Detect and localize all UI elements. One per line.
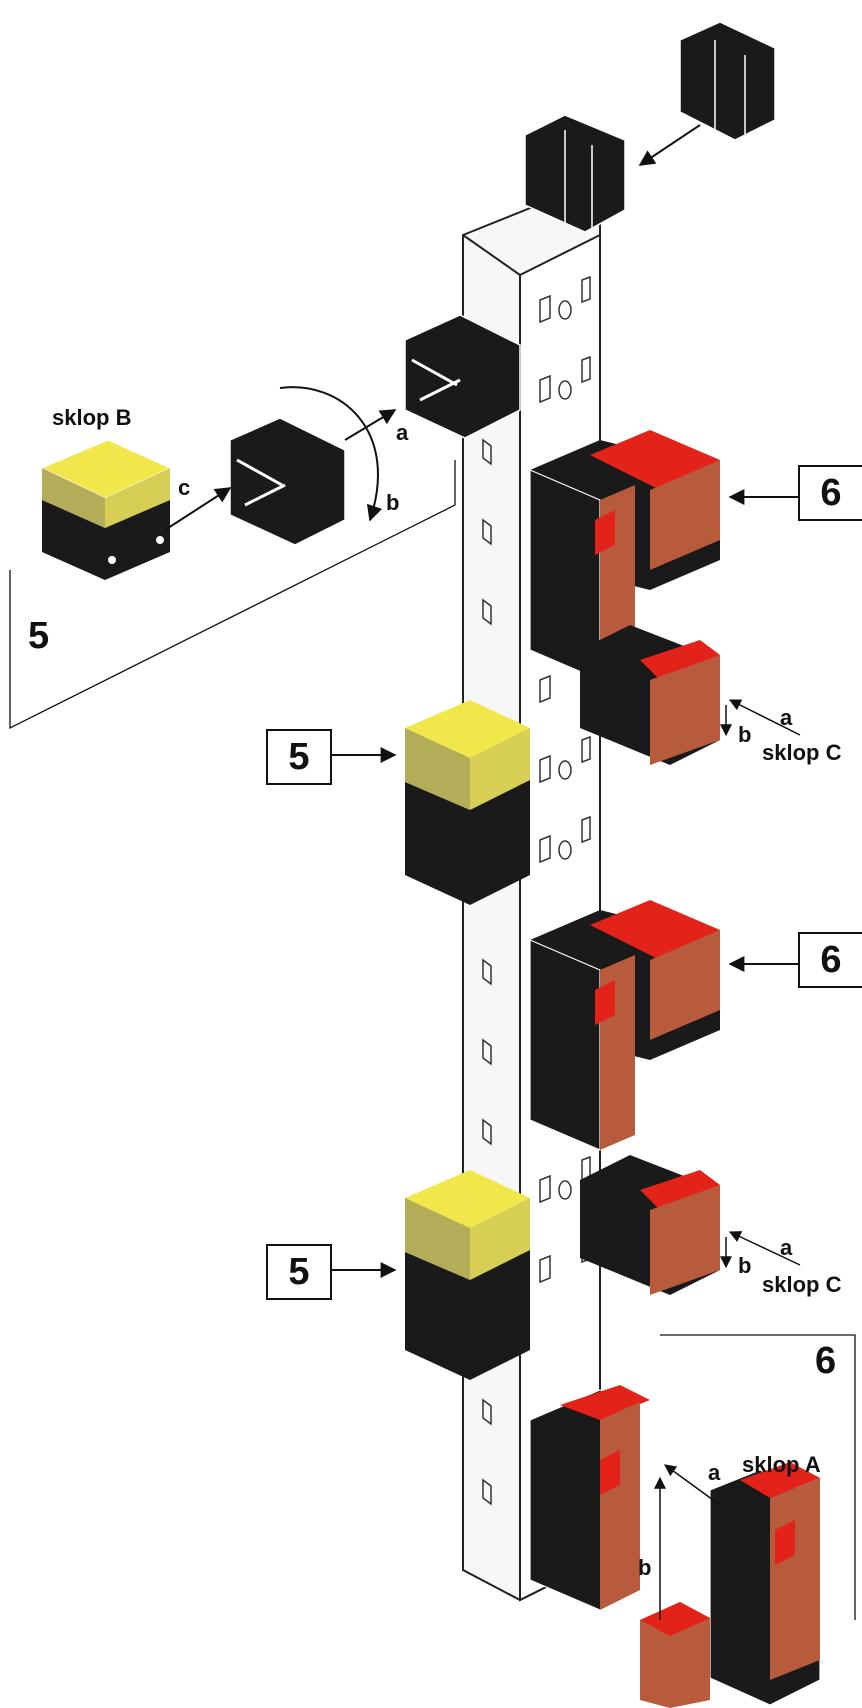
label-step5-low: 5: [266, 1244, 332, 1300]
step5-bracket: [9, 460, 456, 730]
label-step6-mid: 6: [798, 932, 862, 988]
arrow-top-connector: [638, 124, 701, 166]
assembly-c-upper: [580, 625, 720, 765]
arrow-c: [164, 487, 232, 531]
switch-module-lower: [529, 1385, 650, 1611]
label-step5-top: 5: [28, 615, 50, 657]
label-sklop-c-2: sklop C: [762, 1272, 842, 1297]
assembly-b-module: [40, 439, 172, 580]
label-step6-top: 6: [798, 465, 862, 521]
label-b-sklop-a: b: [638, 1555, 652, 1580]
arrow-a-sklop-a: [664, 1464, 721, 1506]
module-5-lower: [405, 1170, 530, 1380]
label-a-sklop-a: a: [708, 1460, 721, 1485]
label-c: c: [178, 475, 191, 500]
label-step6-bottom: 6: [815, 1340, 837, 1382]
x-connector-upper: [404, 314, 521, 439]
step6-bracket: [660, 1334, 856, 1620]
brick-clip: [640, 1602, 710, 1708]
module-5-middle: [405, 700, 530, 905]
label-b-top: b: [386, 490, 400, 515]
assembly-c-lower: [580, 1155, 720, 1295]
assembly-a-module: [709, 1462, 821, 1706]
label-a-c2: a: [780, 1235, 793, 1260]
label-sklop-a: sklop A: [742, 1452, 821, 1477]
top-connector-loose: [679, 21, 776, 141]
switch-module-upper: [529, 430, 720, 681]
label-b-c1: b: [738, 722, 752, 747]
label-sklop-b: sklop B: [52, 405, 132, 430]
arrow-b-rotate: [279, 386, 383, 522]
switch-module-middle: [529, 900, 720, 1151]
arrow-a-top: [344, 409, 397, 441]
x-connector-loose: [229, 417, 346, 546]
arrow-a-c2: [728, 1231, 801, 1266]
arrow-a-c1: [728, 699, 801, 736]
top-connector-seated: [524, 114, 626, 233]
label-a-top: a: [396, 420, 409, 445]
label-a-c1: a: [780, 705, 793, 730]
label-step5-mid: 5: [266, 729, 332, 785]
label-sklop-c-1: sklop C: [762, 740, 842, 765]
label-b-c2: b: [738, 1253, 752, 1278]
